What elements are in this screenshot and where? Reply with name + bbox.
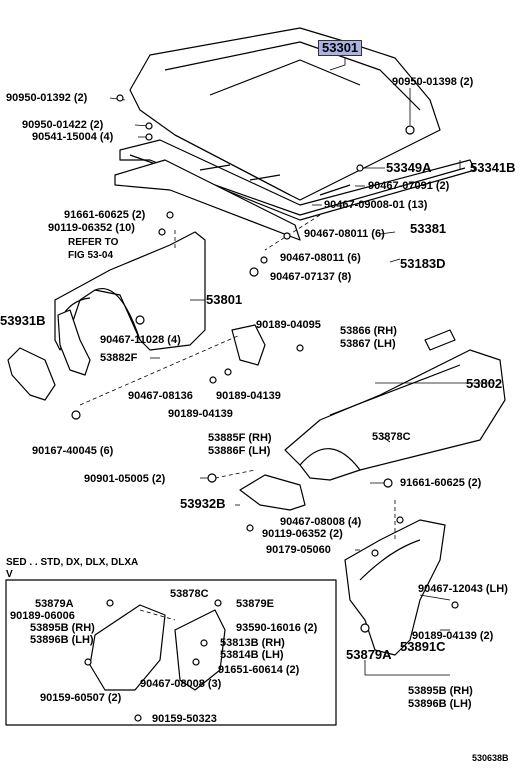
- part-90467-08011-b[interactable]: 90467-08011 (6): [280, 252, 361, 264]
- part-90167-40045[interactable]: 90167-40045 (6): [32, 445, 114, 457]
- diagram-id: 530638B: [472, 753, 509, 763]
- part-91651-60614[interactable]: 91651-60614 (2): [218, 664, 300, 676]
- part-53886f[interactable]: 53886F (LH): [208, 445, 271, 457]
- hood-brace: [119, 139, 476, 221]
- inset-box: [5, 579, 337, 726]
- part-53878c-b[interactable]: 53878C: [170, 588, 209, 600]
- part-53879e[interactable]: 53879E: [236, 598, 274, 610]
- part-90541-15004[interactable]: 90541-15004 (4): [32, 131, 114, 143]
- part-53879a-a[interactable]: 53879A: [346, 647, 392, 662]
- refer-to-label: REFER TO: [68, 237, 119, 248]
- part-53801[interactable]: 53801: [206, 292, 243, 307]
- part-90159-50323[interactable]: 90159-50323: [152, 713, 217, 725]
- part-90119-06352-a[interactable]: 90119-06352 (10): [48, 222, 135, 234]
- bracket-53885f: [231, 324, 266, 366]
- part-53341b[interactable]: 53341B: [470, 160, 516, 175]
- part-53879a-b[interactable]: 53879A: [35, 598, 74, 610]
- part-53813b[interactable]: 53813B (RH): [220, 637, 285, 649]
- left-liner: [57, 309, 91, 376]
- right-liner: [344, 519, 446, 656]
- part-53814b[interactable]: 53814B (LH): [220, 649, 284, 661]
- part-90950-01392[interactable]: 90950-01392 (2): [6, 92, 88, 104]
- part-90189-04139-c[interactable]: 90189-04139 (2): [412, 630, 494, 642]
- part-90467-08008-a[interactable]: 90467-08008 (4): [280, 516, 362, 528]
- part-90467-09008-01[interactable]: 90467-09008-01 (13): [324, 199, 428, 211]
- right-fender: [284, 349, 506, 481]
- sed-note: SED . . STD, DX, DLX, DLXA: [6, 557, 139, 568]
- part-90179-05060[interactable]: 90179-05060: [266, 544, 331, 556]
- fasteners: [71, 94, 459, 722]
- part-53349a[interactable]: 53349A: [386, 160, 432, 175]
- part-90467-12043[interactable]: 90467-12043 (LH): [418, 583, 508, 595]
- part-91661-60625-a[interactable]: 91661-60625 (2): [64, 209, 146, 221]
- part-90467-07091[interactable]: 90467-07091 (2): [368, 180, 450, 192]
- part-53885f[interactable]: 53885F (RH): [208, 432, 272, 444]
- part-90159-60507[interactable]: 90159-60507 (2): [40, 692, 122, 704]
- part-53866[interactable]: 53866 (RH): [340, 325, 397, 337]
- part-53183d[interactable]: 53183D: [400, 256, 446, 271]
- part-53895b-a[interactable]: 53895B (RH): [408, 685, 473, 697]
- part-90950-01422[interactable]: 90950-01422 (2): [22, 119, 104, 131]
- part-53896b-a[interactable]: 53896B (LH): [408, 698, 472, 710]
- bracket-53931b: [7, 347, 56, 401]
- fig-reference[interactable]: FIG 53-04: [68, 250, 114, 261]
- part-53932b[interactable]: 53932B: [180, 496, 226, 511]
- part-90467-08136[interactable]: 90467-08136: [128, 390, 193, 402]
- part-53882f[interactable]: 53882F: [100, 352, 138, 364]
- part-53867[interactable]: 53867 (LH): [340, 338, 396, 350]
- part-90189-06006[interactable]: 90189-06006: [10, 610, 75, 622]
- part-90119-06352-b[interactable]: 90119-06352 (2): [262, 528, 343, 540]
- part-53802[interactable]: 53802: [466, 376, 503, 391]
- radiator-support: [114, 159, 301, 241]
- bracket-53866: [424, 329, 456, 351]
- part-53891c[interactable]: 53891C: [400, 639, 446, 654]
- part-53931b[interactable]: 53931B: [0, 313, 46, 328]
- part-90467-08011-a[interactable]: 90467-08011 (6): [304, 228, 385, 240]
- part-93590-16016[interactable]: 93590-16016 (2): [236, 622, 318, 634]
- part-90467-07137[interactable]: 90467-07137 (8): [270, 271, 352, 283]
- inset-liner: [89, 604, 226, 691]
- part-91661-60625-b[interactable]: 91661-60625 (2): [400, 477, 482, 489]
- sed-v: V: [6, 569, 13, 580]
- part-53301[interactable]: 53301: [318, 40, 363, 56]
- part-90467-11028[interactable]: 90467-11028 (4): [100, 334, 181, 346]
- part-53895b-b[interactable]: 53895B (RH): [30, 622, 95, 634]
- part-90189-04139-a[interactable]: 90189-04139: [216, 390, 281, 402]
- part-53878c-a[interactable]: 53878C: [372, 431, 411, 443]
- part-90950-01398[interactable]: 90950-01398 (2): [392, 76, 474, 88]
- bracket-53932b: [239, 474, 306, 511]
- part-53381[interactable]: 53381: [410, 221, 447, 236]
- part-90467-08008-b[interactable]: 90467-08008 (3): [140, 678, 222, 690]
- part-90901-05005[interactable]: 90901-05005 (2): [84, 473, 166, 485]
- hood-panel: [129, 27, 441, 201]
- part-90189-04139-b[interactable]: 90189-04139: [168, 408, 233, 420]
- part-53896b-b[interactable]: 53896B (LH): [30, 634, 94, 646]
- part-90189-04095[interactable]: 90189-04095: [256, 319, 321, 331]
